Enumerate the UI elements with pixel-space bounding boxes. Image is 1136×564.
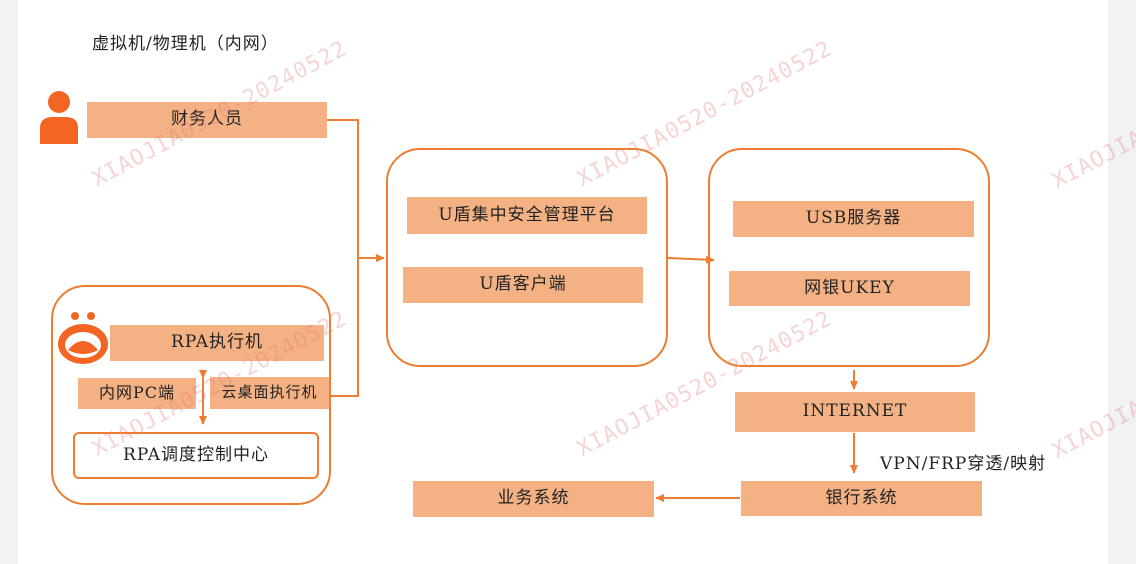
connectors <box>199 119 858 502</box>
rpa-group <box>51 285 331 505</box>
vpn-label: VPN/FRP穿透/映射 <box>880 454 1047 474</box>
usb-group <box>708 148 990 367</box>
edge-cloud-to-ushield <box>329 258 359 397</box>
person-icon <box>40 91 78 144</box>
edge-finance-to-ushield <box>327 119 359 258</box>
diagram-canvas: 虚拟机/物理机（内网） 财务人员 RPA执行机 内网PC端 云桌面执行机 RPA… <box>18 0 1136 564</box>
rpa-logo-icon <box>58 312 108 364</box>
finance-staff-node: 财务人员 <box>87 102 327 138</box>
ushield-group <box>386 148 668 367</box>
rpa-executor-node: RPA执行机 <box>110 325 324 361</box>
bank-system-node: 银行系统 <box>741 481 982 516</box>
intranet-pc-node: 内网PC端 <box>78 378 196 409</box>
cloud-desktop-node: 云桌面执行机 <box>210 377 329 409</box>
usb-server-node: USB服务器 <box>733 201 974 237</box>
ushield-platform-node: U盾集中安全管理平台 <box>407 197 647 234</box>
edge-ushield-to-usb <box>667 255 715 264</box>
business-system-node: 业务系统 <box>413 481 654 517</box>
page-title: 虚拟机/物理机（内网） <box>92 34 279 54</box>
rpa-control-center-node: RPA调度控制中心 <box>73 432 319 479</box>
bank-ukey-node: 网银UKEY <box>729 271 970 306</box>
ushield-client-node: U盾客户端 <box>403 267 643 303</box>
internet-node: INTERNET <box>735 392 975 432</box>
